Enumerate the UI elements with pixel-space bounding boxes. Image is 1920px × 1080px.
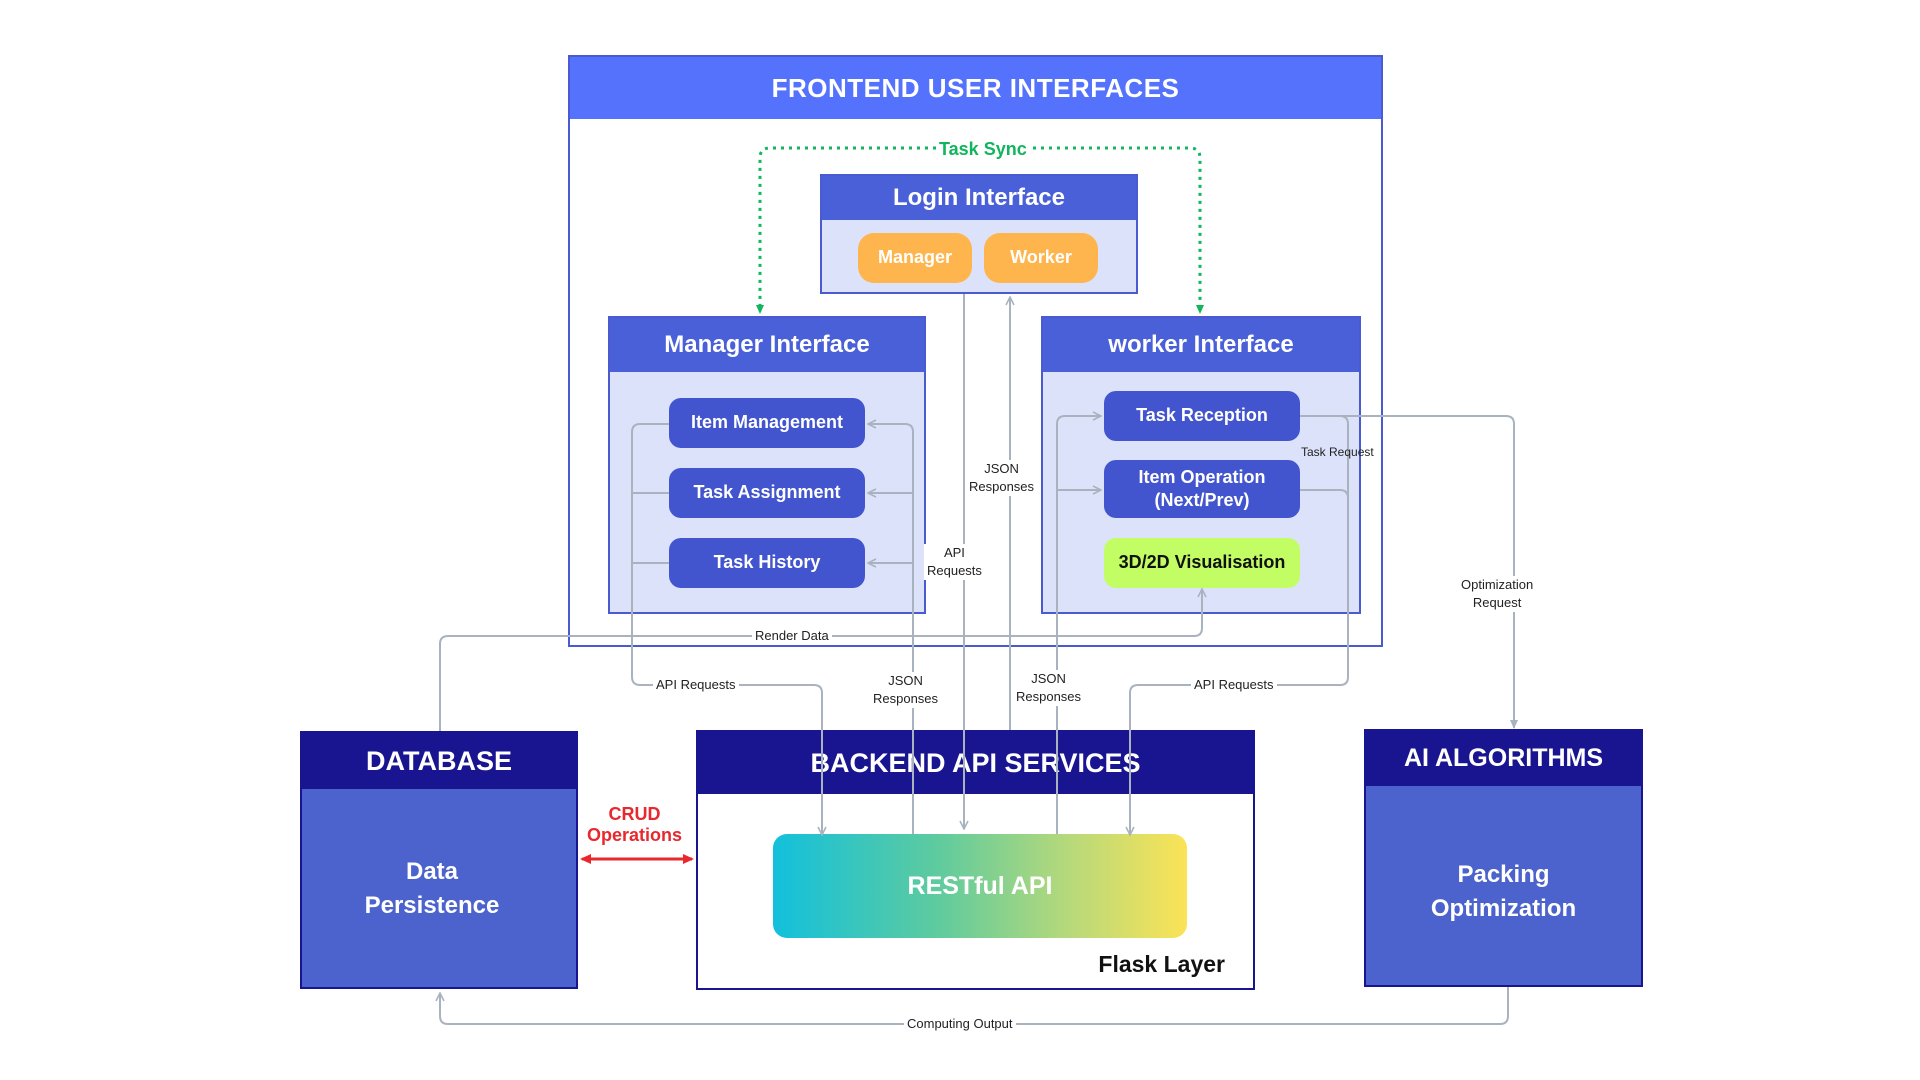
login-interface: Login Interface Manager Worker [820,174,1138,294]
task-reception-button[interactable]: Task Reception [1104,391,1300,441]
login-header: Login Interface [822,176,1136,220]
restful-api-block: RESTful API [773,834,1187,938]
ai-body-text: Packing Optimization [1430,861,1577,922]
json-responses-left-label: JSON Responses [870,672,942,709]
manager-role-label: Manager [877,247,953,268]
item-management-label: Item Management [690,412,844,433]
frontend-header: FRONTEND USER INTERFACES [570,57,1381,119]
api-requests-left-label: API Requests [653,676,739,695]
worker-api-requests-line [1130,415,1349,834]
login-title: Login Interface [892,184,1066,211]
manager-title: Manager Interface [664,331,870,358]
manager-header: Manager Interface [610,318,924,372]
task-reception-label: Task Reception [1136,405,1268,426]
task-sync-connector [756,146,1204,314]
item-operation-label: Item Operation (Next/Prev) [1138,466,1266,510]
worker-json-responses-line [1056,416,1100,834]
item-operation-button[interactable]: Item Operation (Next/Prev) [1104,460,1300,518]
task-history-button[interactable]: Task History [669,538,865,588]
flask-layer-label: Flask Layer [1098,951,1225,977]
worker-role-label: Worker [1010,247,1072,268]
task-request-label: Task Request [1301,445,1374,459]
worker-item-operation-stub [1300,489,1349,499]
task-assignment-label: Task Assignment [693,482,841,503]
manager-role-button[interactable]: Manager [858,233,972,283]
item-management-button[interactable]: Item Management [669,398,865,448]
database-box: DATABASE Data Persistence [300,731,578,989]
database-header: DATABASE [302,733,576,789]
database-title: DATABASE [366,745,512,776]
optimization-request-label: Optimization Request [1458,576,1537,613]
backend-header: BACKEND API SERVICES [698,732,1253,794]
json-responses-center-label: JSON Responses [966,460,1038,497]
api-requests-center-label: API Requests [924,544,985,581]
manager-json-responses-line [869,424,914,834]
manager-api-requests-line [631,423,822,834]
ai-algorithms-box: AI ALGORITHMS Packing Optimization [1364,729,1643,987]
backend-title: BACKEND API SERVICES [810,747,1141,778]
restful-api-label: RESTful API [907,871,1053,900]
task-assignment-button[interactable]: Task Assignment [669,468,865,518]
visualisation-label: 3D/2D Visualisation [1118,552,1286,573]
frontend-title: FRONTEND USER INTERFACES [771,72,1180,103]
database-body-text: Data Persistence [364,858,500,919]
json-responses-right-label: JSON Responses [1013,670,1085,707]
worker-role-button[interactable]: Worker [984,233,1098,283]
ai-algorithms-header: AI ALGORITHMS [1366,731,1641,786]
crud-label: CRUD Operations [587,804,683,845]
render-data-label: Render Data [752,627,832,646]
worker-title: worker Interface [1108,331,1294,358]
computing-output-label: Computing Output [904,1015,1016,1034]
optimization-request-line [1300,415,1518,729]
api-requests-right-label: API Requests [1191,676,1277,695]
task-history-label: Task History [713,552,821,573]
visualisation-button[interactable]: 3D/2D Visualisation [1104,538,1300,588]
worker-header: worker Interface [1043,318,1359,372]
ai-algorithms-title: AI ALGORITHMS [1403,744,1604,772]
task-sync-label: Task Sync [936,137,1030,163]
